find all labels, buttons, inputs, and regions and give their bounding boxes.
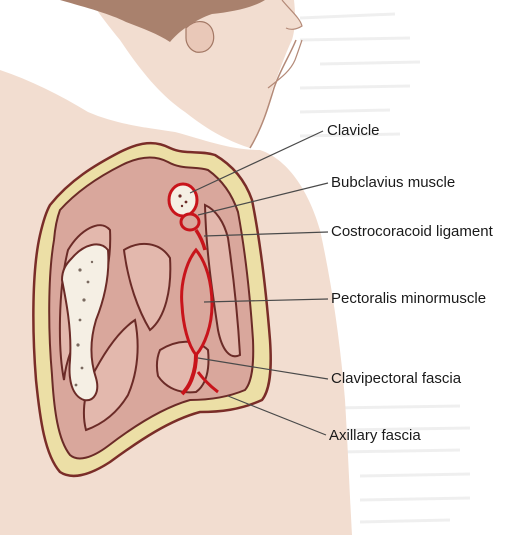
label-subclavius-muscle: Bubclavius muscle [331, 174, 455, 192]
label-clavicle: Clavicle [327, 122, 380, 140]
label-pectoralis-minor-muscle: Pectoralis minormuscle [331, 290, 486, 308]
label-costocoracoid-ligament: Costrocoracoid ligament [331, 223, 493, 241]
clavicle [169, 184, 197, 216]
subclavius-muscle [181, 214, 199, 230]
ear [186, 22, 214, 53]
label-axillary-fascia: Axillary fascia [329, 427, 421, 445]
label-clavipectoral-fascia: Clavipectoral fascia [331, 370, 461, 388]
